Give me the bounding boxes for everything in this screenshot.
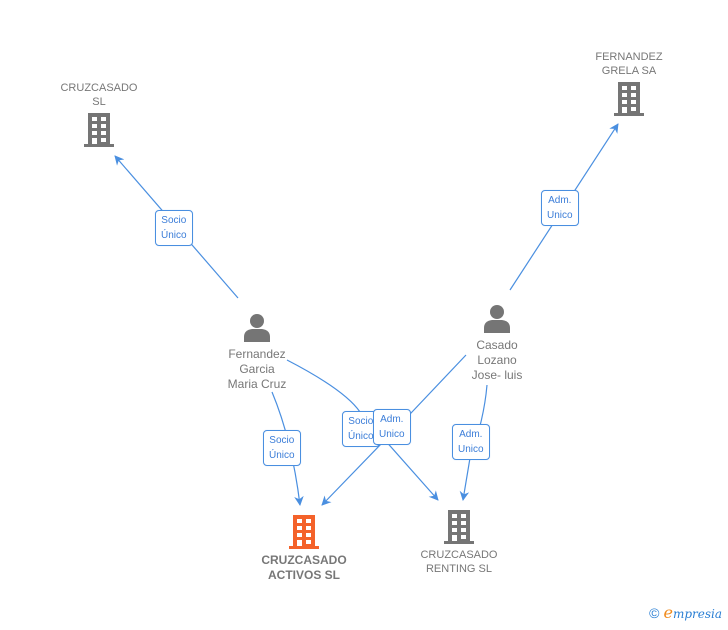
- node-cruzcasado-sl[interactable]: CRUZCASADO SL: [44, 81, 154, 149]
- person-icon: [244, 314, 270, 342]
- node-label: FERNANDEZ GRELA SA: [595, 51, 663, 77]
- brand-name: mpresia: [672, 607, 722, 621]
- node-label: Casado Lozano Jose- luis: [471, 338, 523, 382]
- building-icon: [444, 510, 474, 544]
- node-fernandez-grela-sa[interactable]: FERNANDEZ GRELA SA: [574, 50, 684, 118]
- person-icon: [484, 305, 510, 333]
- node-cruzcasado-renting[interactable]: CRUZCASADO RENTING SL: [399, 508, 519, 576]
- node-fernandez-garcia[interactable]: Fernandez Garcia Maria Cruz: [207, 312, 307, 392]
- node-cruzcasado-activos[interactable]: CRUZCASADO ACTIVOS SL: [244, 513, 364, 583]
- edge-label-adm-unico[interactable]: Adm. Unico: [541, 190, 579, 226]
- node-label: Fernandez Garcia Maria Cruz: [227, 347, 287, 391]
- node-label: CRUZCASADO SL: [60, 82, 138, 108]
- edge-label-socio-unico[interactable]: Socio Único: [263, 430, 301, 466]
- node-casado-lozano[interactable]: Casado Lozano Jose- luis: [447, 303, 547, 383]
- building-icon: [84, 113, 114, 147]
- edge-casado-lozano-to-cruzcasado-activos[interactable]: [321, 354, 467, 506]
- brand-logo-initial: e: [663, 603, 673, 622]
- copyright-icon: ©: [649, 605, 660, 621]
- node-label: CRUZCASADO RENTING SL: [420, 549, 498, 575]
- edge-label-socio-unico[interactable]: Socio Único: [155, 210, 193, 246]
- edge-label-adm-unico[interactable]: Adm. Unico: [452, 424, 490, 460]
- edge-label-adm-unico[interactable]: Adm. Unico: [373, 409, 411, 445]
- building-icon: [614, 82, 644, 116]
- node-label: CRUZCASADO ACTIVOS SL: [261, 553, 347, 582]
- building-icon: [289, 515, 319, 549]
- footer-brand: ©empresia: [649, 603, 722, 622]
